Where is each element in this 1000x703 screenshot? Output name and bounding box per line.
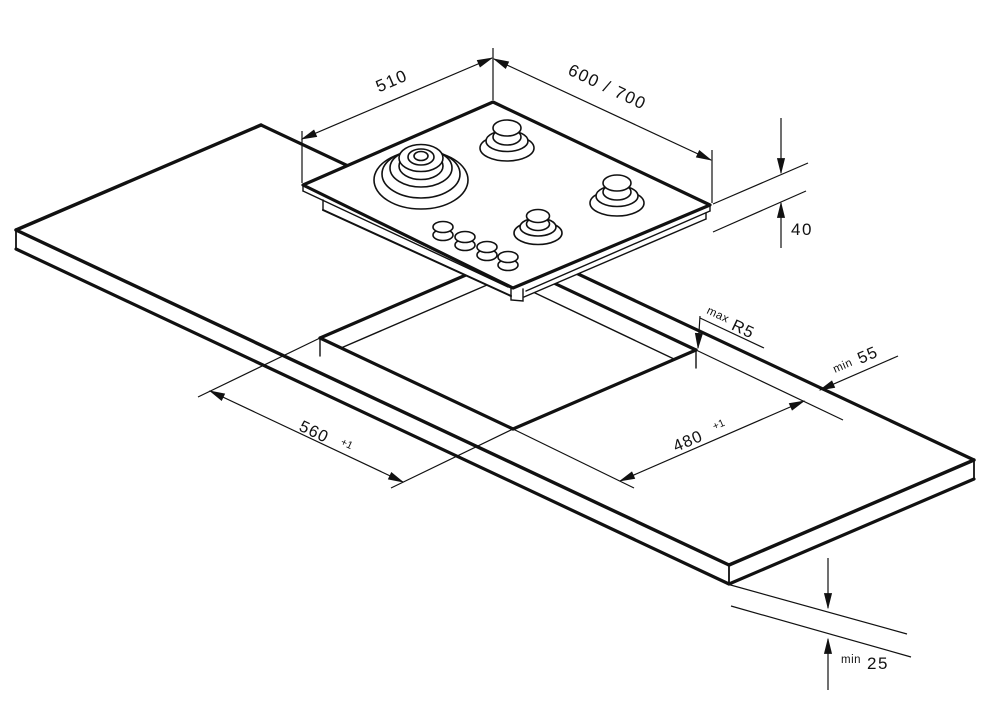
dim-560-ext-right (390, 428, 514, 489)
cutout-inner-wall-right (532, 291, 675, 360)
hob-foot (510, 286, 524, 302)
burner-front (513, 208, 563, 246)
burner-right (589, 174, 645, 217)
dim-min-25-label: 25 (867, 654, 889, 673)
dim-min-25: min 25 (726, 558, 912, 690)
worktop-bottom-left-edge (14, 247, 731, 586)
dim-560-tolerance: +1 (339, 436, 355, 452)
knob-4-top (497, 250, 519, 264)
dim-min-55-line (818, 355, 899, 391)
dim-480-line (618, 400, 806, 482)
burner-right-cap-top (602, 174, 632, 192)
burner-large (373, 143, 469, 210)
dim-max-r5-label: R5 (729, 316, 758, 342)
dim-40-ref-bottom (712, 190, 807, 233)
dim-max-r5-leader (694, 315, 703, 350)
dim-min-55-label: 55 (855, 343, 881, 368)
dim-480-ext-right (695, 349, 844, 421)
hob-plate-bottom-right (525, 210, 711, 292)
control-knobs (432, 220, 519, 272)
dim-480-ext-left (512, 428, 635, 489)
dim-480-tolerance: +1 (711, 417, 727, 433)
hob-body-right-edge (523, 218, 707, 298)
dim-600-700-label: 600 / 700 (565, 60, 649, 113)
dim-510-label: 510 (373, 66, 411, 96)
hob-plate-bottom-left (302, 190, 509, 288)
burner-large-center (413, 150, 429, 162)
burner-front-cap-top (525, 208, 551, 224)
dim-560-label: 560 (296, 417, 331, 446)
worktop-front-right-edge (727, 458, 976, 567)
worktop-bottom-right-edge (727, 477, 976, 586)
burner-rear-cap-top (492, 119, 522, 137)
dim-40-ref-top (712, 162, 809, 205)
dim-600-700-line (492, 58, 713, 161)
hob (301, 100, 712, 302)
dim-max-r5: max R5 (694, 305, 765, 350)
knob-3-top (476, 240, 498, 254)
dim-40-label: 40 (791, 220, 813, 239)
knob-1-top (432, 220, 454, 234)
worktop-front-left-edge (14, 228, 731, 567)
dim-min-55-prefix: min (831, 357, 854, 376)
dim-min-25-ref-top (726, 583, 908, 635)
cutout-inner-wall-left (340, 284, 488, 349)
dim-min-55: min 55 (818, 343, 899, 391)
dim-560: 560 +1 (197, 337, 514, 489)
knob-2-top (454, 230, 476, 244)
dim-40: 40 (712, 118, 813, 248)
dim-480: 480 +1 (512, 349, 844, 489)
dim-510-line (300, 57, 494, 140)
worktop-top-left-edge (14, 123, 263, 232)
dim-min-25-prefix: min (841, 654, 861, 666)
dim-max-r5-underline (699, 317, 765, 349)
dim-560-ext-left (197, 337, 321, 398)
cutout-front-left-edge (318, 336, 515, 431)
cutout-front-right-edge (511, 348, 698, 431)
hob-body-left-edge (322, 209, 512, 297)
dim-min-25-ref-bottom (730, 605, 912, 658)
dim-560-line (208, 390, 405, 483)
